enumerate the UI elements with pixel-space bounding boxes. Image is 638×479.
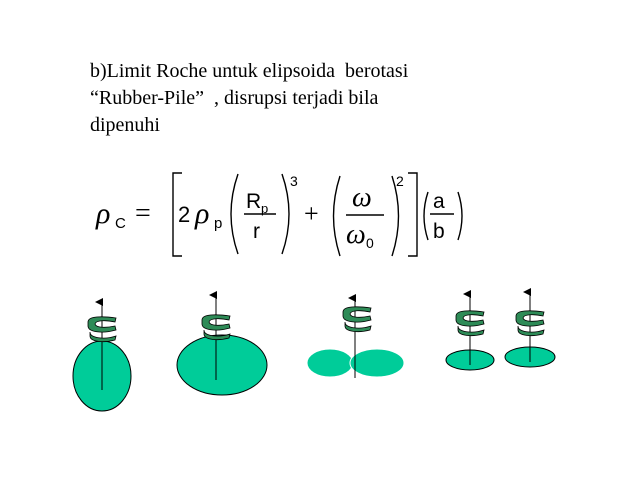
body-3-left-lobe (306, 348, 354, 378)
exponent-three: 3 (290, 173, 298, 189)
rho-p-subscript: p (214, 215, 222, 232)
heading-line-2: “Rubber-Pile” , disrupsi terjadi bila (90, 87, 379, 109)
rho-p: ρ (194, 197, 209, 230)
rotation-arrow-icon (87, 316, 117, 343)
left-square-bracket (172, 172, 182, 257)
frac2-right-paren (391, 175, 400, 257)
frac2-denominator-subscript: 0 (366, 235, 374, 251)
coefficient-two: 2 (178, 202, 190, 227)
heading-line-3: dipenuhi (90, 114, 160, 136)
body-1 (72, 298, 132, 412)
frac3-denominator: b (433, 220, 445, 243)
rotation-arrow-icon (515, 310, 545, 337)
body-4 (445, 290, 495, 371)
body-3 (306, 294, 405, 378)
lhs-rho: ρ (95, 197, 110, 230)
heading-line-1: b)Limit Roche untuk elipsoida berotasi (90, 60, 409, 82)
frac1-numerator: R (246, 190, 261, 213)
body-3-right-lobe (349, 348, 405, 378)
frac1-numerator-subscript: p (261, 201, 268, 216)
right-square-bracket (408, 172, 418, 257)
equals-sign: = (135, 198, 151, 229)
frac1-denominator: r (253, 220, 260, 243)
body-5 (504, 288, 556, 368)
frac2-denominator: ω (346, 219, 366, 250)
frac1-right-paren (281, 173, 290, 255)
rotation-arrow-icon (201, 314, 231, 341)
frac2-left-paren (332, 175, 341, 257)
body-2-ellipse (176, 334, 268, 396)
plus-sign: + (304, 199, 319, 228)
lhs-subscript: C (115, 215, 126, 232)
rotation-arrow-icon (455, 310, 485, 337)
frac2-numerator: ω (352, 182, 372, 213)
frac3-right-paren (457, 191, 463, 241)
exponent-two: 2 (396, 173, 404, 189)
frac3-left-paren (423, 191, 429, 241)
frac3-numerator: a (433, 190, 445, 213)
slide-heading: b)Limit Roche untuk elipsoida berotasi “… (90, 58, 560, 139)
rotation-arrow-icon (342, 306, 372, 333)
frac1-left-paren (230, 173, 239, 255)
body-2 (176, 291, 268, 396)
